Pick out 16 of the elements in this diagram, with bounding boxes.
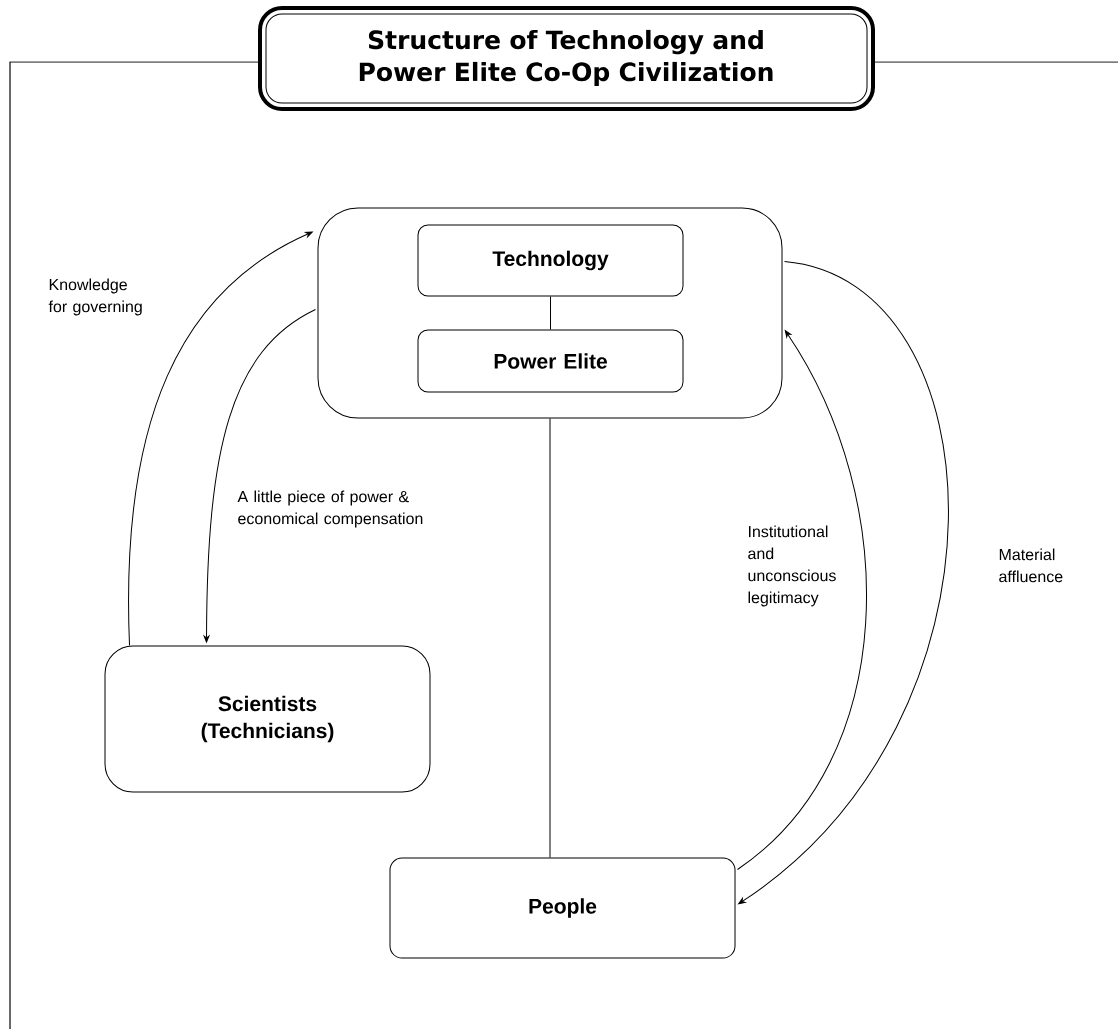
arrow	[203, 309, 316, 643]
arrow	[738, 261, 949, 905]
edge-label: Knowledge for governing	[48, 278, 142, 316]
process-box: Scientists (Technicians)	[104, 645, 431, 793]
edge-label: Institutional and unconscious legitimacy	[748, 525, 836, 607]
arrow	[737, 330, 867, 870]
process-box: People	[389, 857, 736, 959]
edge-label: Material affluence	[999, 548, 1063, 583]
process-box: Technology	[417, 224, 684, 297]
connector-line	[549, 418, 551, 858]
process-box: Power Elite	[417, 329, 684, 393]
group-box	[317, 207, 783, 419]
edge-label: A little piece of power & economical compensation	[237, 490, 423, 528]
arrow	[128, 231, 313, 646]
title-box: Structure of Technology and Power Elite Co-Op Civilization	[258, 6, 875, 111]
connector-line	[550, 296, 551, 330]
